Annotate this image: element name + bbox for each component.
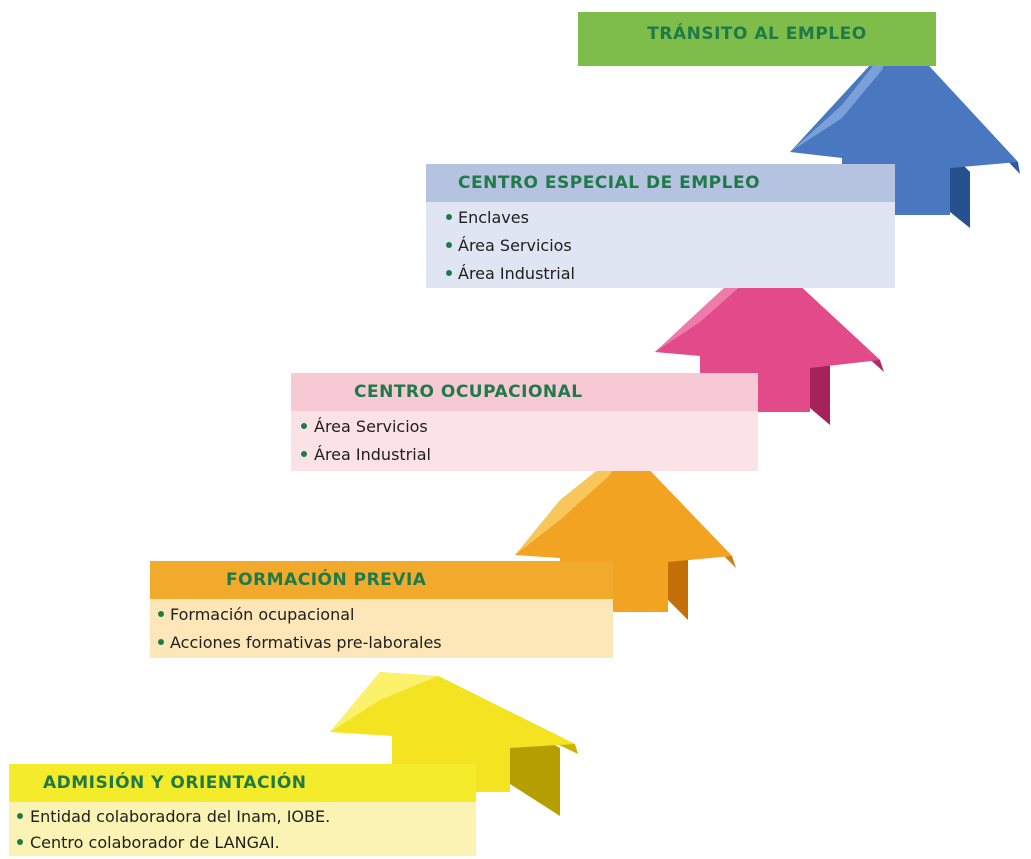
list-item: Área Industrial: [426, 260, 895, 288]
bullet-icon: [446, 270, 452, 276]
bullet-icon: [446, 242, 452, 248]
centro-ocupacional-title: CENTRO OCUPACIONAL: [291, 373, 758, 411]
yellow-arrow-icon: [330, 672, 578, 816]
bullet-icon: [446, 214, 452, 220]
list-item: Enclaves: [426, 204, 895, 232]
list-item: Entidad colaboradora del Inam, IOBE.: [9, 804, 476, 830]
admision-orientacion-title: ADMISIÓN Y ORIENTACIÓN: [9, 764, 476, 802]
bullet-icon: [17, 839, 23, 845]
centro-ocupacional-list: Área Servicios Área Industrial: [291, 411, 758, 471]
bullet-icon: [17, 813, 23, 819]
centro-especial-list: Enclaves Área Servicios Área Industrial: [426, 202, 895, 288]
bullet-icon: [301, 451, 307, 457]
list-item: Área Servicios: [426, 232, 895, 260]
centro-especial-title: CENTRO ESPECIAL DE EMPLEO: [426, 164, 895, 202]
centro-ocupacional-box: CENTRO OCUPACIONAL Área Servicios Área I…: [291, 373, 758, 473]
list-item: Formación ocupacional: [150, 601, 613, 629]
bullet-icon: [301, 423, 307, 429]
formacion-previa-title: FORMACIÓN PREVIA: [150, 561, 613, 599]
list-item: Centro colaborador de LANGAI.: [9, 830, 476, 856]
formacion-previa-list: Formación ocupacional Acciones formativa…: [150, 599, 613, 658]
admision-orientacion-box: ADMISIÓN Y ORIENTACIÓN Entidad colaborad…: [9, 764, 476, 856]
transito-empleo-box: TRÁNSITO AL EMPLEO: [578, 12, 936, 66]
formacion-previa-box: FORMACIÓN PREVIA Formación ocupacional A…: [150, 561, 613, 660]
centro-especial-box: CENTRO ESPECIAL DE EMPLEO Enclaves Área …: [426, 164, 895, 288]
transito-title: TRÁNSITO AL EMPLEO: [647, 24, 867, 44]
list-item: Acciones formativas pre-laborales: [150, 629, 613, 657]
bullet-icon: [158, 639, 164, 645]
list-item: Área Industrial: [291, 441, 758, 469]
list-item: Área Servicios: [291, 413, 758, 441]
admision-orientacion-list: Entidad colaboradora del Inam, IOBE. Cen…: [9, 802, 476, 856]
bullet-icon: [158, 611, 164, 617]
